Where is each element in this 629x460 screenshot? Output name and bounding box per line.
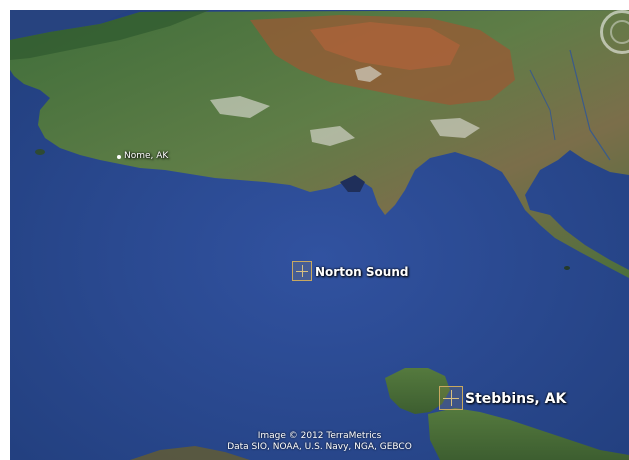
golovin-bay: [340, 175, 365, 192]
eastern-islet: [564, 266, 570, 270]
mountain-region-2: [310, 22, 460, 70]
southern-coast-bottom-left: [130, 446, 250, 460]
place-label-nome[interactable]: Nome, AK: [124, 151, 169, 161]
northern-coast: [10, 10, 210, 60]
river: [569, 49, 611, 161]
map-viewport[interactable]: Nome, AK Norton Sound Stebbins, AK Image…: [10, 10, 629, 460]
navigation-look-icon[interactable]: [610, 20, 629, 44]
stebbins-placemark-icon[interactable]: [439, 386, 463, 410]
western-islet: [35, 149, 45, 155]
snow-patches: [210, 66, 480, 146]
southern-mainland: [428, 408, 629, 460]
place-label-norton-sound[interactable]: Norton Sound: [315, 265, 409, 279]
attribution-line-1: Image © 2012 TerraMetrics: [257, 431, 382, 441]
satellite-imagery[interactable]: [10, 10, 629, 460]
nome-placemark-icon[interactable]: [117, 155, 121, 159]
place-label-stebbins[interactable]: Stebbins, AK: [465, 391, 567, 407]
north-water: [10, 10, 130, 40]
st-michael-island: [385, 368, 450, 414]
imagery-attribution: Image © 2012 TerraMetrics Data SIO, NOAA…: [10, 431, 629, 453]
navigation-compass-icon[interactable]: [600, 10, 629, 54]
river-2: [529, 69, 556, 141]
attribution-line-2: Data SIO, NOAA, U.S. Navy, NGA, GEBCO: [227, 442, 412, 452]
norton-sound-placemark-icon[interactable]: [292, 261, 312, 281]
